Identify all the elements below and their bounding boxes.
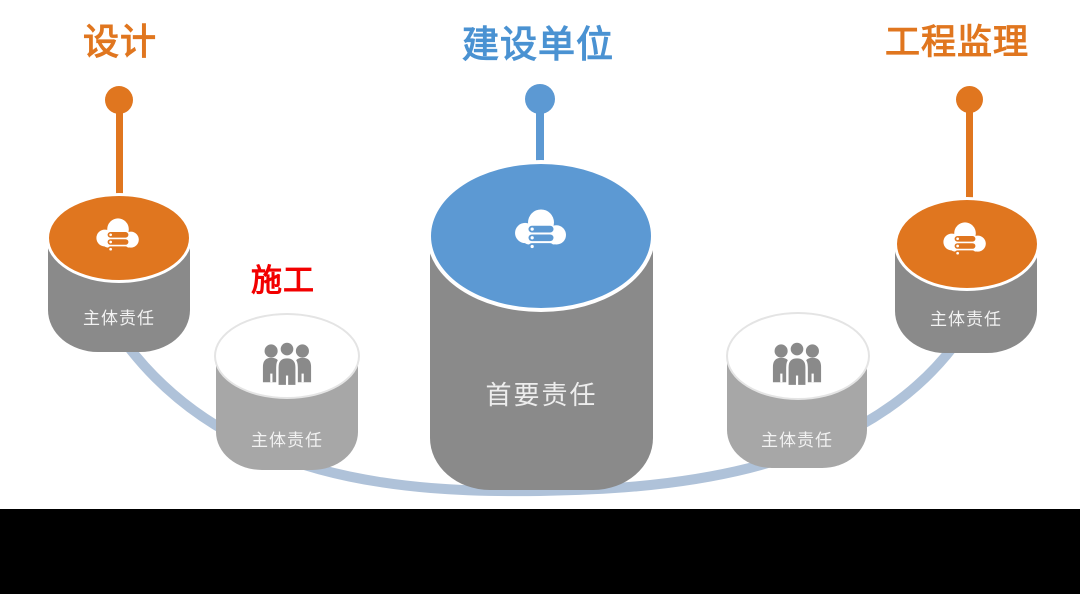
people-leg-gaps [270, 373, 304, 387]
supervision-pin-icon [956, 86, 983, 113]
people-shapes [262, 340, 312, 388]
design-cylinder-label: 主体责任 [83, 309, 155, 328]
construction-cylinder-label: 主体责任 [251, 431, 323, 450]
supervision-title: 工程监理 [885, 23, 1030, 62]
server-bars [528, 225, 554, 250]
people-leg-gaps [780, 373, 814, 387]
construction-title: 施工 [251, 263, 315, 298]
server-lights [530, 227, 534, 249]
construction-unit-pin-stem [536, 112, 544, 164]
people-group-icon [262, 340, 312, 388]
bottom-letterbox-bar [0, 509, 1080, 594]
cloud-server-icon [515, 209, 566, 250]
supervision-cylinder-label: 主体责任 [930, 310, 1002, 329]
design-pin-stem [116, 110, 123, 198]
cloud-server-icon [943, 222, 986, 256]
design-title: 设计 [83, 21, 158, 62]
supervision-pin-stem [966, 111, 973, 201]
server-lights [109, 233, 112, 251]
server-bars [954, 236, 976, 256]
construction-unit-title: 建设单位 [462, 24, 614, 65]
design-pin-icon [105, 86, 133, 114]
construction-unit-cylinder-label: 首要责任 [485, 380, 598, 410]
people-shapes [772, 340, 822, 388]
cloud-server-icon [96, 218, 139, 252]
supervision-team-cylinder-label: 主体责任 [761, 431, 833, 450]
people-group-icon [772, 340, 822, 388]
construction-unit-pin-icon [525, 84, 555, 114]
server-lights [956, 237, 959, 255]
server-bars [107, 232, 129, 252]
